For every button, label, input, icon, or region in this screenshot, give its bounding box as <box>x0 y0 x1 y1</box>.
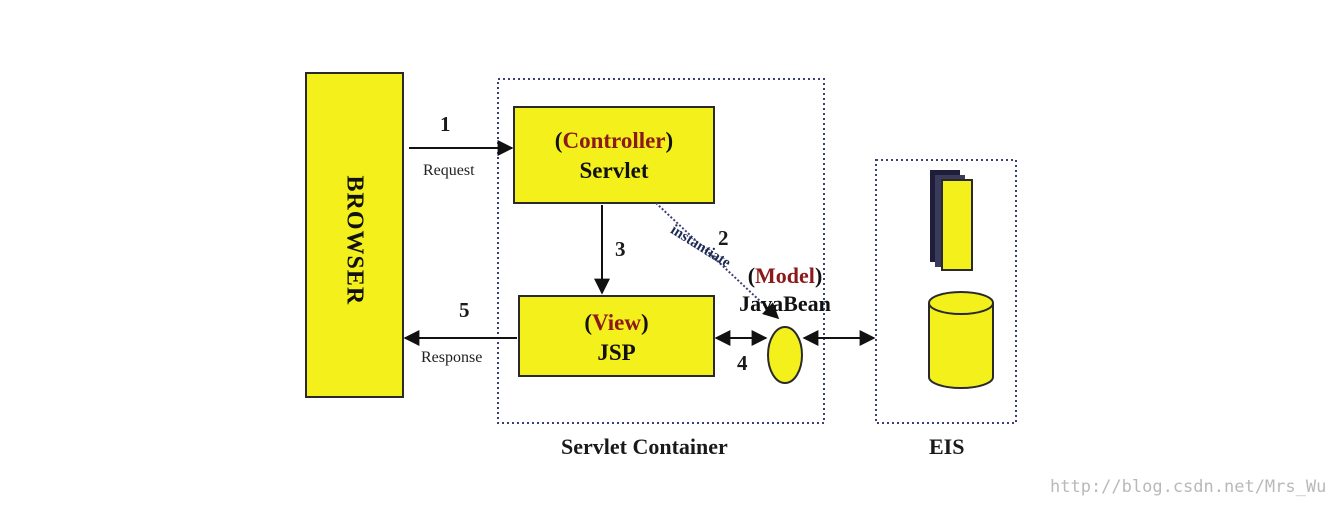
controller-text: (Controller) Servlet <box>514 126 714 186</box>
model-name: JavaBean <box>739 291 831 316</box>
watermark: http://blog.csdn.net/Mrs_Wu <box>1050 477 1327 497</box>
browser-label: BROWSER <box>341 175 368 306</box>
view-text: (View) JSP <box>519 308 714 368</box>
model-ellipse <box>767 326 803 384</box>
controller-name: Servlet <box>579 158 649 183</box>
controller-role: (Controller) <box>554 128 674 153</box>
step-1-label: 1 <box>440 112 451 136</box>
step-2-label: 2 <box>718 226 729 250</box>
model-role-label: Model <box>755 263 815 288</box>
model-text: (Model) JavaBean <box>730 262 840 318</box>
servlet-container-label: Servlet Container <box>561 434 728 459</box>
view-box <box>518 295 715 377</box>
step-3-label: 3 <box>615 237 626 261</box>
view-role-label: View <box>592 310 641 335</box>
controller-role-label: Controller <box>562 128 666 153</box>
database-icon <box>928 291 994 389</box>
view-name: JSP <box>597 340 636 365</box>
view-role: (View) <box>584 310 649 335</box>
request-label: Request <box>423 162 475 179</box>
step-4-label: 4 <box>737 351 748 375</box>
eis-label: EIS <box>929 434 965 459</box>
document-stack-icon <box>930 170 973 271</box>
controller-box <box>513 106 715 204</box>
browser-box <box>305 72 404 398</box>
response-label: Response <box>421 349 483 366</box>
eis-container-frame <box>875 159 1017 424</box>
model-role: (Model) <box>747 263 823 288</box>
step-5-label: 5 <box>459 298 470 322</box>
